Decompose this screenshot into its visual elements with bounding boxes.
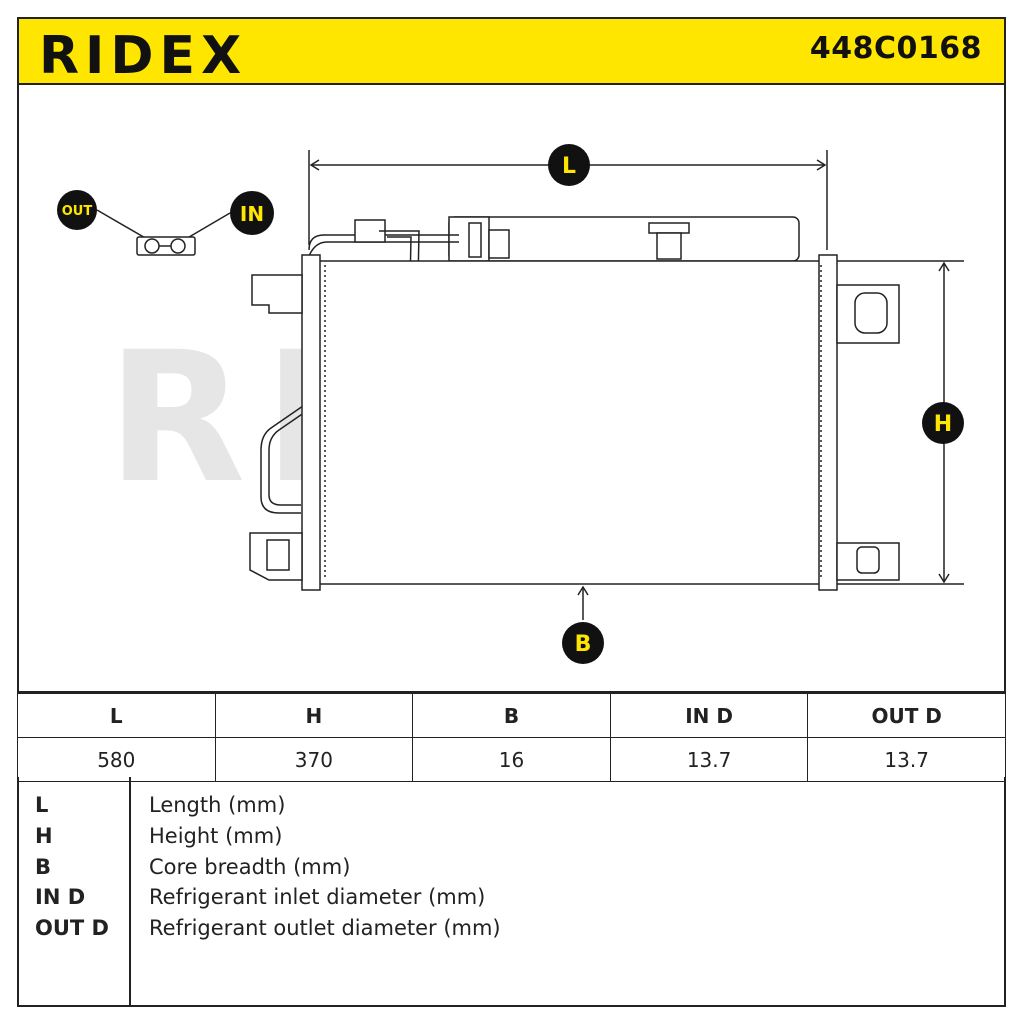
spec-table: L H B IN D OUT D 580 370 16 13.7 13.7 — [17, 693, 1006, 782]
diagram-svg: RIDEX L H — [57, 144, 964, 664]
svg-text:L: L — [562, 154, 576, 179]
spec-header-h: H — [214, 693, 414, 738]
spec-value-in-d: 13.7 — [609, 737, 809, 782]
legend-item: B Core breadth (mm) — [19, 855, 1004, 886]
svg-text:IN: IN — [240, 202, 264, 226]
spec-header-b: B — [412, 693, 611, 738]
badge-out: OUT — [57, 190, 97, 230]
badge-b: B — [562, 622, 604, 664]
svg-text:OUT: OUT — [62, 204, 93, 219]
legend-key: H — [35, 824, 53, 848]
legend-desc: Refrigerant outlet diameter (mm) — [149, 916, 501, 940]
svg-text:RIDEX: RIDEX — [39, 26, 247, 81]
legend-item: H Height (mm) — [19, 824, 1004, 855]
legend-desc: Length (mm) — [149, 793, 286, 817]
legend-key: IN D — [35, 885, 86, 909]
connector-block — [96, 209, 231, 256]
legend-item: OUT D Refrigerant outlet diameter (mm) — [19, 916, 1004, 947]
svg-text:B: B — [575, 632, 592, 657]
legend-desc: Refrigerant inlet diameter (mm) — [149, 885, 486, 909]
spec-header-in-d: IN D — [609, 693, 809, 738]
legend-divider — [129, 777, 131, 1005]
svg-text:H: H — [934, 412, 952, 437]
spec-value-h: 370 — [214, 737, 414, 782]
condenser-diagram: RIDEX L H — [17, 85, 1006, 693]
part-number: 448C0168 — [809, 31, 982, 66]
badge-in: IN — [230, 191, 274, 235]
badge-l: L — [548, 144, 590, 186]
condenser-core — [301, 254, 838, 591]
refrigerant-pipes — [260, 219, 459, 514]
spec-header-out-d: OUT D — [807, 693, 1006, 738]
legend-desc: Height (mm) — [149, 824, 283, 848]
spec-value-l: 580 — [17, 737, 216, 782]
spec-value-out-d: 13.7 — [807, 737, 1006, 782]
legend-key: OUT D — [35, 916, 109, 940]
dimension-b — [577, 585, 589, 620]
spec-value-b: 16 — [412, 737, 611, 782]
legend-item: IN D Refrigerant inlet diameter (mm) — [19, 885, 1004, 916]
header-bar: RIDEX 448C0168 — [17, 17, 1006, 85]
ridex-logo: RIDEX — [39, 26, 247, 81]
legend-item: L Length (mm) — [19, 793, 1004, 824]
mounting-brackets — [249, 274, 900, 581]
badge-h: H — [922, 402, 964, 444]
legend-key: L — [35, 793, 49, 817]
spec-header-l: L — [17, 693, 216, 738]
legend-panel: L Length (mm) H Height (mm) B Core bread… — [17, 777, 1006, 1007]
receiver-drier — [448, 216, 800, 262]
spec-header-row: L H B IN D OUT D — [17, 693, 1006, 738]
legend-desc: Core breadth (mm) — [149, 855, 351, 879]
spec-value-row: 580 370 16 13.7 13.7 — [17, 737, 1006, 782]
legend-key: B — [35, 855, 52, 879]
